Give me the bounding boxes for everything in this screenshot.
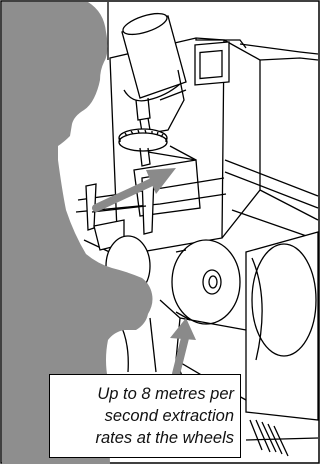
caption-line-2: second extraction [105,405,234,427]
caption-line-3: rates at the wheels [96,427,235,449]
caption-box: Up to 8 metres per second extraction rat… [49,374,241,458]
caption-line-1: Up to 8 metres per [97,383,234,405]
